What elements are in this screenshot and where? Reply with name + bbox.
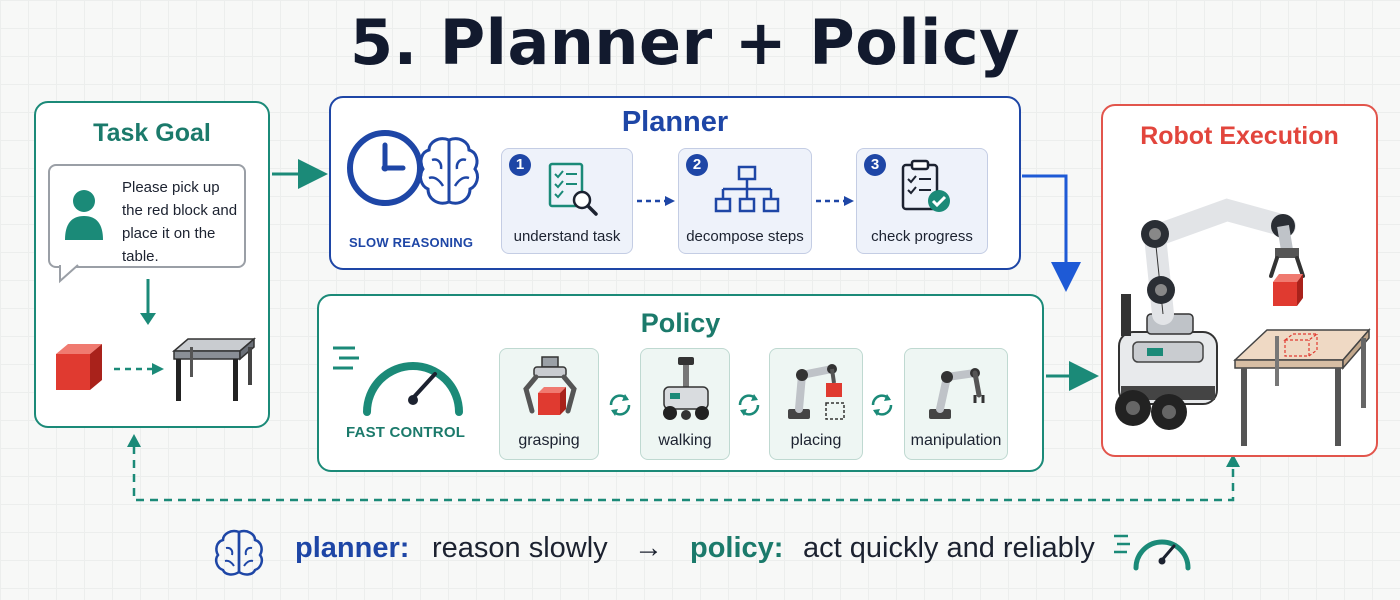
step-number-badge: 2: [686, 154, 708, 176]
down-arrow: [140, 279, 156, 325]
policy-panel: Policy FAST CONTROL grasping: [317, 294, 1044, 472]
dashed-arrow: [816, 196, 854, 206]
clock-icon: [347, 130, 423, 206]
planner-panel: Planner SLOW REASONING 1 understand task…: [329, 96, 1021, 270]
policy-skill-grasping: grasping: [499, 348, 599, 460]
footer-policy-text: act quickly and reliably: [803, 532, 1095, 564]
planner-step-understand: 1 understand task: [501, 148, 633, 254]
skill-label: manipulation: [910, 432, 1002, 449]
cycle-arrow-icon: [738, 394, 760, 416]
instruction-bubble: Please pick up the red block and place i…: [48, 164, 246, 268]
planner-step-decompose: 2 decompose steps: [678, 148, 812, 254]
robot-arm-icon: [788, 364, 845, 420]
checklist-search-icon: [548, 162, 598, 216]
instruction-text: Please pick up the red block and place i…: [122, 179, 238, 265]
planner-title: Planner: [621, 106, 729, 138]
step-number-badge: 1: [509, 154, 531, 176]
skill-label: grasping: [518, 432, 580, 449]
step-label: check progress: [871, 228, 973, 245]
footer-arrow: →: [634, 532, 663, 564]
policy-skill-walking: walking: [640, 348, 730, 460]
step-label: decompose steps: [686, 228, 804, 245]
task-goal-panel: Task Goal Please pick up the red block a…: [34, 101, 270, 428]
user-icon: [65, 190, 103, 240]
policy-title: Policy: [640, 308, 721, 338]
step-label: understand task: [513, 228, 621, 245]
page-title: 5. Planner + Policy: [349, 6, 1021, 79]
slow-reasoning-label: SLOW REASONING: [349, 235, 474, 250]
dashed-arrow: [114, 363, 164, 375]
dashed-arrow: [637, 196, 675, 206]
cycle-arrow-icon: [609, 394, 631, 416]
skill-label: walking: [658, 432, 712, 449]
robot-execution-title: Robot Execution: [1140, 122, 1339, 150]
task-goal-title: Task Goal: [93, 119, 211, 147]
gripper-icon: [523, 356, 577, 415]
hierarchy-icon: [714, 165, 780, 213]
mobile-robot-icon: [663, 357, 709, 420]
robot-execution-panel: Robot Execution: [1101, 104, 1378, 457]
planner-step-check: 3 check progress: [856, 148, 988, 254]
footer-planner-keyword: planner:: [295, 532, 410, 564]
skill-label: placing: [790, 432, 842, 449]
block-icon: [56, 344, 102, 390]
planner-to-robot-arrow: [1022, 174, 1081, 292]
robot-illustration: [1115, 198, 1371, 446]
table-icon: [171, 337, 257, 401]
robot-arm-icon: [929, 368, 985, 419]
feedback-loop-arrow: [132, 446, 1235, 502]
brain-icon: [419, 137, 479, 205]
policy-skill-placing: placing: [769, 348, 863, 460]
cycle-arrow-icon: [871, 394, 893, 416]
clipboard-check-icon: [901, 159, 950, 212]
fast-control-label: FAST CONTROL: [346, 424, 466, 441]
brain-icon: [214, 529, 264, 576]
footer-policy-keyword: policy:: [690, 532, 784, 564]
speedometer-icon: [333, 346, 463, 416]
footer-summary: planner: reason slowly → policy: act qui…: [0, 529, 1400, 576]
bubble-tail: [59, 264, 79, 284]
speedometer-icon: [1114, 534, 1191, 571]
policy-skill-manipulation: manipulation: [904, 348, 1008, 460]
footer-planner-text: reason slowly: [432, 532, 608, 564]
step-number-badge: 3: [864, 154, 886, 176]
